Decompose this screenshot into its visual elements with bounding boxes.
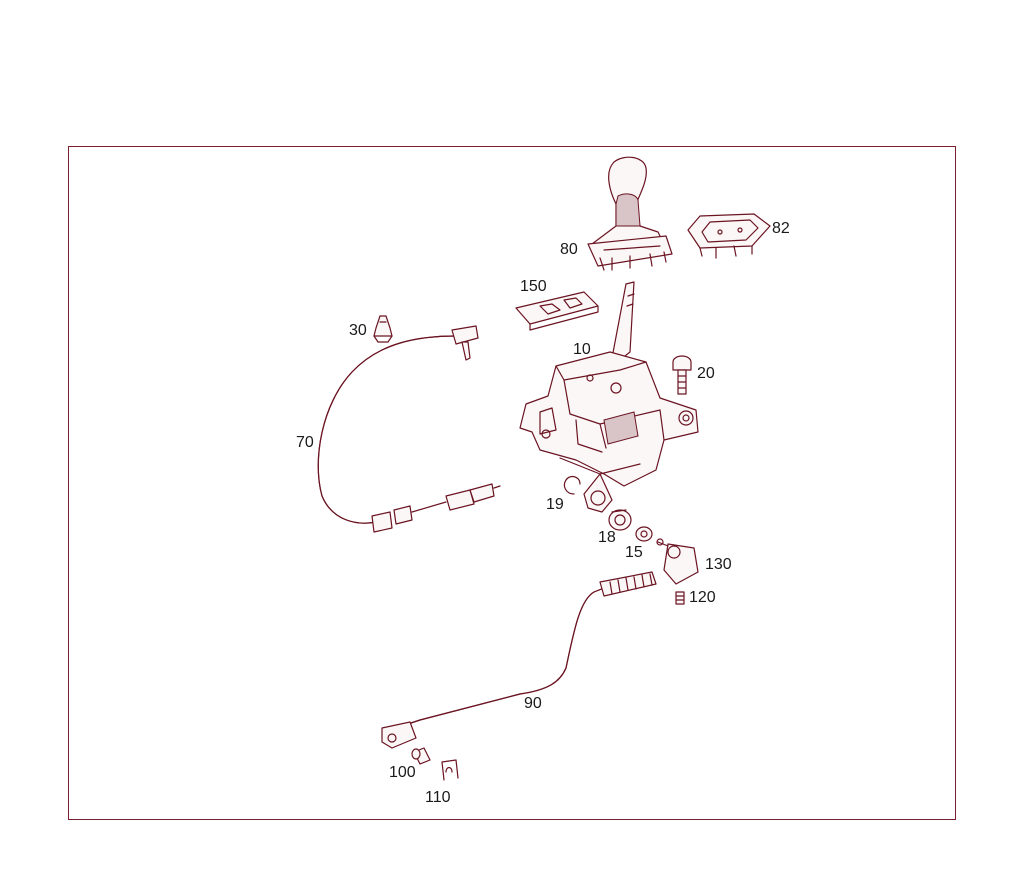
part-10-shifter-housing[interactable] <box>519 281 699 513</box>
part-82-trim-frame[interactable] <box>687 213 771 259</box>
part-18-bushing[interactable] <box>608 509 632 531</box>
part-15-small-bushing[interactable] <box>635 526 653 542</box>
part-70-shift-cable[interactable] <box>317 325 501 533</box>
part-19-circlip[interactable] <box>563 475 581 495</box>
label-30: 30 <box>349 322 367 339</box>
label-120: 120 <box>689 589 716 606</box>
label-15: 15 <box>625 544 643 561</box>
part-110-spring-clip[interactable] <box>441 759 459 781</box>
part-30-clip[interactable] <box>373 315 393 343</box>
label-130: 130 <box>705 556 732 573</box>
callout-labels: 80 82 150 30 10 20 70 19 18 15 130 120 9… <box>296 220 790 806</box>
part-80-gear-knob[interactable] <box>587 156 673 271</box>
part-150-gasket-plate[interactable] <box>515 291 599 331</box>
label-10: 10 <box>573 341 591 358</box>
part-90-selector-rod[interactable] <box>381 571 657 749</box>
diagram-frame <box>68 146 956 820</box>
label-150: 150 <box>520 278 547 295</box>
label-82: 82 <box>772 220 790 237</box>
label-20: 20 <box>697 365 715 382</box>
label-110: 110 <box>425 789 451 806</box>
part-120-pin[interactable] <box>675 591 685 605</box>
label-19: 19 <box>546 496 564 513</box>
label-100: 100 <box>389 764 416 781</box>
part-100-bolt[interactable] <box>411 747 431 765</box>
label-80: 80 <box>560 241 578 258</box>
part-20-bolt[interactable] <box>672 355 692 395</box>
label-18: 18 <box>598 529 616 546</box>
label-90: 90 <box>524 695 542 712</box>
part-130-rod-end[interactable] <box>656 538 699 585</box>
label-70: 70 <box>296 434 314 451</box>
